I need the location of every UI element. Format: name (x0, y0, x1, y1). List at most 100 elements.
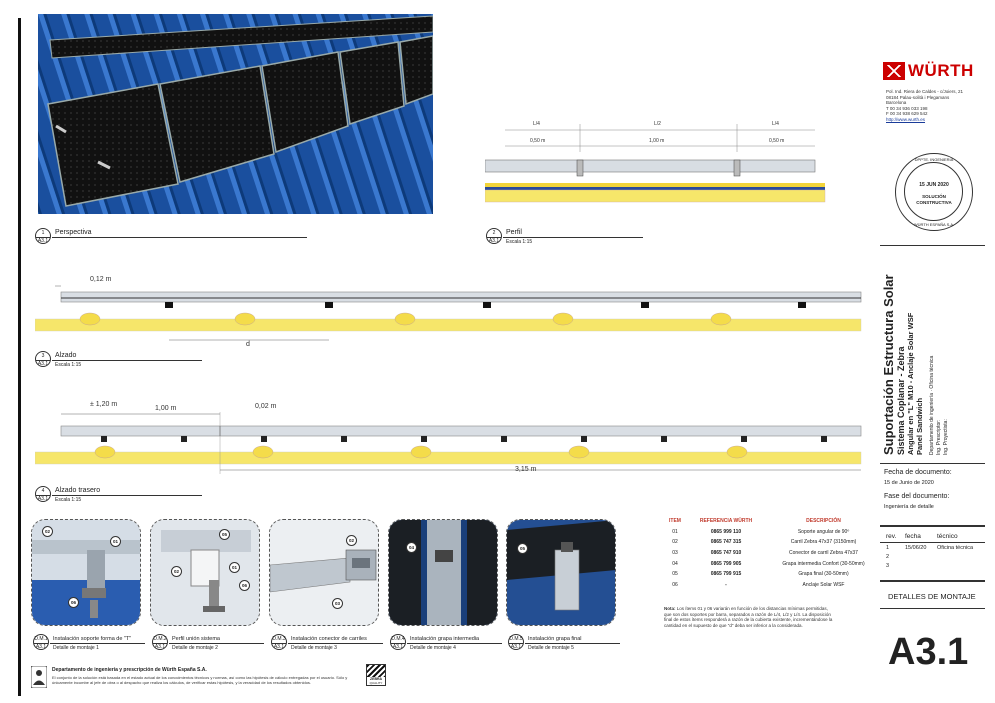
divider (880, 542, 985, 543)
brand-address: Pol. Ind. Riera de Caldes - c/Joiers, 21… (886, 89, 964, 122)
sheet-code: A3.1 (888, 631, 969, 673)
rev-2-num: 2 (886, 554, 890, 560)
doc-phase-label: Fase del documento: (884, 493, 950, 500)
items-header-item: ITEM (669, 518, 681, 525)
detail-title: Instalación conector de carriles (291, 636, 367, 642)
zebra-logo-text: ZEBRA (367, 677, 385, 681)
engineering-stamp: DPPTE. INGENIERIA 15 JUN 2020 SOLUCIÓN C… (895, 153, 973, 231)
rev-1-date: 15/06/20 (905, 545, 927, 551)
left-border (18, 18, 21, 696)
rev-header-tecnico: técnico (937, 533, 958, 540)
detail-subtitle: Detalle de montaje 3 (291, 645, 337, 651)
rear-dim-d: 3,15 m (515, 466, 537, 473)
doc-phase-value: Ingeniería de detalle (884, 504, 934, 510)
profile-dim-fraction-2: L/2 (654, 121, 661, 127)
elevation-dim-d: d (246, 341, 250, 348)
detail-tag: 02 (42, 526, 53, 537)
divider (880, 525, 985, 527)
stamp-line1: SOLUCIÓN (922, 194, 946, 199)
rear-dim-b: 1,00 m (155, 405, 177, 412)
divider (880, 608, 985, 609)
wurth-logo-text: WÜRTH (908, 61, 974, 80)
quality-logo-text: QUALITY (367, 681, 385, 685)
detail-image-3: 02 03 (269, 519, 379, 626)
sheet-title: DETALLES DE MONTAJE (888, 592, 976, 601)
view-scale: Escala 1:15 (506, 239, 533, 245)
rear-dim-a: ± 1,20 m (90, 401, 118, 408)
profile-dim-fraction-1: L/4 (533, 121, 540, 127)
divider (880, 463, 985, 464)
items-header-ref: REFERENCIA WÜRTH (699, 518, 753, 525)
detail-tag: 06 (239, 580, 250, 591)
view-title: Alzado (55, 352, 77, 359)
stamp-top-text: DPPTE. INGENIERIA (914, 157, 954, 162)
detail-image-2: 05 02 01 06 (150, 519, 260, 626)
project-title-block: Suportación Estructura Solar Sistema Cop… (880, 245, 985, 457)
project-prescriptor: Ing. Prescriptor: (936, 419, 942, 455)
view-title: Alzado trasero (55, 487, 101, 494)
table-row: 06-Anclaje Solar WSF (672, 581, 845, 588)
detail-subtitle: Detalle de montaje 2 (172, 645, 218, 651)
profile-drawing (485, 124, 826, 203)
view-title: Perspectiva (55, 229, 92, 236)
detail-tag: 05 (517, 543, 528, 554)
detail-subtitle: Detalle de montaje 5 (528, 645, 574, 651)
detail-title: Instalación soporte forma de "T" (53, 636, 132, 642)
view-scale: Escala 1:15 (55, 362, 82, 368)
view-title: Perfil (506, 229, 522, 236)
rev-3-num: 3 (886, 563, 890, 569)
footer-disclaimer: El conjunto de la solución está basada e… (52, 675, 348, 685)
rev-header-fecha: fecha (905, 533, 921, 540)
rev-1-tech: Oficina técnica (937, 545, 974, 551)
profile-dim-length-1: 0,50 m (530, 138, 546, 144)
detail-tag: 02 (171, 566, 182, 577)
wurth-logo: WÜRTH (883, 61, 974, 81)
items-header-desc: DESCRIPCIÓN (806, 518, 841, 525)
detail-subtitle: Detalle de montaje 4 (410, 645, 456, 651)
project-proyectista: Ing. Proyectista: (943, 419, 949, 455)
detail-tag: 01 (229, 562, 240, 573)
stamp-line2: CONSTRUCTIVA (916, 200, 952, 205)
profile-dim-fraction-3: L/4 (772, 121, 779, 127)
project-line3: Angular en "L" M10 - Anclaje Solar WSF (906, 312, 915, 455)
project-line4: Panel Sandwich (915, 397, 924, 455)
project-dept: Departamento de ingeniería · Oficina téc… (929, 355, 935, 455)
view-scale: Escala 1:15 (55, 497, 82, 503)
zebra-quality-logo: ZEBRA QUALITY (366, 664, 386, 686)
rear-elevation-drawing (35, 412, 862, 474)
rev-header-rev: rev. (886, 533, 897, 540)
rear-dim-c: 0,02 m (255, 403, 277, 410)
project-title: Suportación Estructura Solar (881, 274, 896, 455)
items-table-header: ITEM REFERENCIA WÜRTH DESCRIPCIÓN (664, 516, 881, 527)
detail-title: Instalación grapa final (528, 636, 582, 642)
detail-tag: 01 (110, 536, 121, 547)
detail-tag: 06 (68, 597, 79, 608)
detail-subtitle: Detalle de montaje 1 (53, 645, 99, 651)
items-note: Nota: Los ítems 01 y 06 variarán en func… (664, 606, 834, 628)
items-note-text: Los ítems 01 y 06 variarán en función de… (664, 606, 833, 628)
rev-1-num: 1 (886, 545, 890, 551)
detail-image-5: 05 (506, 519, 616, 626)
divider (880, 580, 985, 582)
brand-url-link[interactable]: http://www.wurth.es (886, 116, 926, 122)
stamp-date: 15 JUN 2020 (919, 182, 949, 188)
